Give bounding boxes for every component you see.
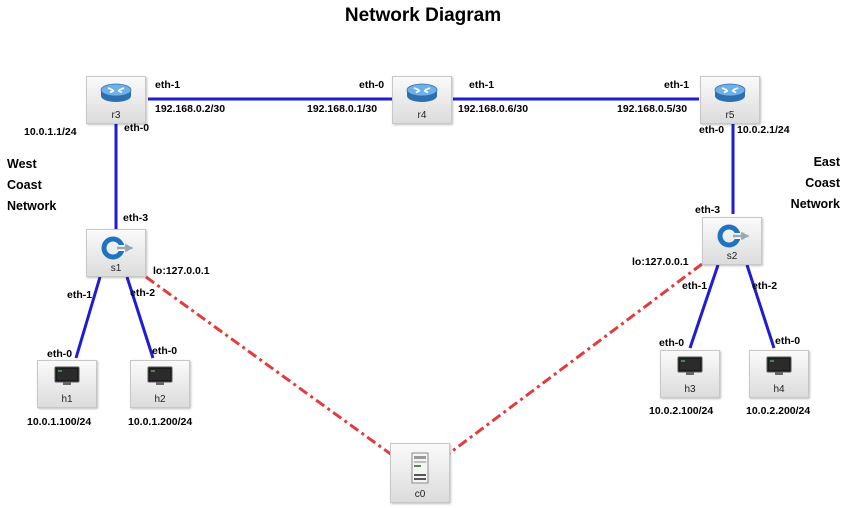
h1-ip-label: 10.0.1.100/24 xyxy=(27,416,92,428)
host-h3[interactable]: h3 xyxy=(660,350,720,398)
node-label: h2 xyxy=(154,394,166,405)
r5-eth0-label: eth-0 xyxy=(699,124,725,136)
west-region-line-3: Network xyxy=(7,199,57,213)
s1-eth2-label: eth-2 xyxy=(130,287,156,299)
host-h1[interactable]: h1 xyxy=(37,360,97,408)
node-label: h4 xyxy=(773,384,785,395)
monitor-icon xyxy=(766,356,792,375)
router-icon xyxy=(714,83,746,102)
node-label: s1 xyxy=(110,263,122,274)
link-s1-h2 xyxy=(125,276,155,359)
monitor-icon xyxy=(677,356,703,375)
node-label: r3 xyxy=(111,110,121,121)
router-r5[interactable]: r5 xyxy=(700,76,760,124)
west-region-line-1: West xyxy=(7,157,37,171)
node-label: h3 xyxy=(684,384,696,395)
link-s1-h1 xyxy=(74,276,102,359)
west-region-label: West Coast Network xyxy=(7,154,56,217)
r3-eth0-label: eth-0 xyxy=(124,122,150,134)
r4-eth0-label: eth-0 xyxy=(359,79,385,91)
host-h4[interactable]: h4 xyxy=(749,350,809,398)
node-label: r4 xyxy=(417,110,427,121)
h4-eth0-label: eth-0 xyxy=(775,335,801,347)
node-label: h1 xyxy=(61,394,73,405)
r4-eth1-ip-label: 192.168.0.6/30 xyxy=(458,103,529,115)
router-r4[interactable]: r4 xyxy=(392,76,452,124)
r3-eth1-label: eth-1 xyxy=(155,79,181,91)
s2-lo-label: lo:127.0.0.1 xyxy=(632,256,689,268)
link-s2-h3 xyxy=(688,264,720,349)
h3-eth0-label: eth-0 xyxy=(659,337,685,349)
r5-eth1-ip-label: 192.168.0.5/30 xyxy=(617,103,688,115)
control-link-s1-c0 xyxy=(145,275,393,457)
switch-s1[interactable]: s1 xyxy=(86,229,146,277)
router-icon xyxy=(100,83,132,102)
h2-eth0-label: eth-0 xyxy=(152,345,178,357)
s1-eth1-label: eth-1 xyxy=(67,289,93,301)
r4-eth0-ip-label: 192.168.0.1/30 xyxy=(307,103,378,115)
server-icon xyxy=(411,452,429,484)
switch-s2[interactable]: s2 xyxy=(702,217,762,265)
east-region-line-2: Coast xyxy=(805,176,840,190)
east-region-line-3: Network xyxy=(790,197,840,211)
host-h2[interactable]: h2 xyxy=(130,360,190,408)
r3-eth1-ip-label: 192.168.0.2/30 xyxy=(155,103,226,115)
r3-lan-ip-label: 10.0.1.1/24 xyxy=(24,126,77,138)
r5-eth1-label: eth-1 xyxy=(664,79,690,91)
router-icon xyxy=(406,83,438,102)
s2-eth3-label: eth-3 xyxy=(695,204,721,216)
s2-eth1-label: eth-1 xyxy=(682,280,708,292)
node-label: c0 xyxy=(414,489,426,500)
diagram-title: Network Diagram xyxy=(344,5,502,26)
east-region-label: East Coast Network xyxy=(791,152,840,215)
monitor-icon xyxy=(147,366,173,385)
s2-eth2-label: eth-2 xyxy=(752,280,778,292)
switch-icon xyxy=(101,236,133,260)
east-region-line-1: East xyxy=(813,155,840,169)
node-label: s2 xyxy=(726,251,738,262)
h2-ip-label: 10.0.1.200/24 xyxy=(128,416,193,428)
monitor-icon xyxy=(54,366,80,385)
r5-lan-ip-label: 10.0.2.1/24 xyxy=(737,124,790,136)
controller-c0[interactable]: c0 xyxy=(390,443,450,503)
router-r3[interactable]: r3 xyxy=(86,76,146,124)
r4-eth1-label: eth-1 xyxy=(469,79,495,91)
h4-ip-label: 10.0.2.200/24 xyxy=(746,405,811,417)
switch-icon xyxy=(717,224,749,248)
node-label: r5 xyxy=(725,110,735,121)
west-region-line-2: Coast xyxy=(7,178,42,192)
link-s2-h4 xyxy=(745,264,776,349)
s1-lo-label: lo:127.0.0.1 xyxy=(153,265,210,277)
h3-ip-label: 10.0.2.100/24 xyxy=(649,405,714,417)
s1-eth3-label: eth-3 xyxy=(123,212,149,224)
h1-eth0-label: eth-0 xyxy=(47,348,73,360)
